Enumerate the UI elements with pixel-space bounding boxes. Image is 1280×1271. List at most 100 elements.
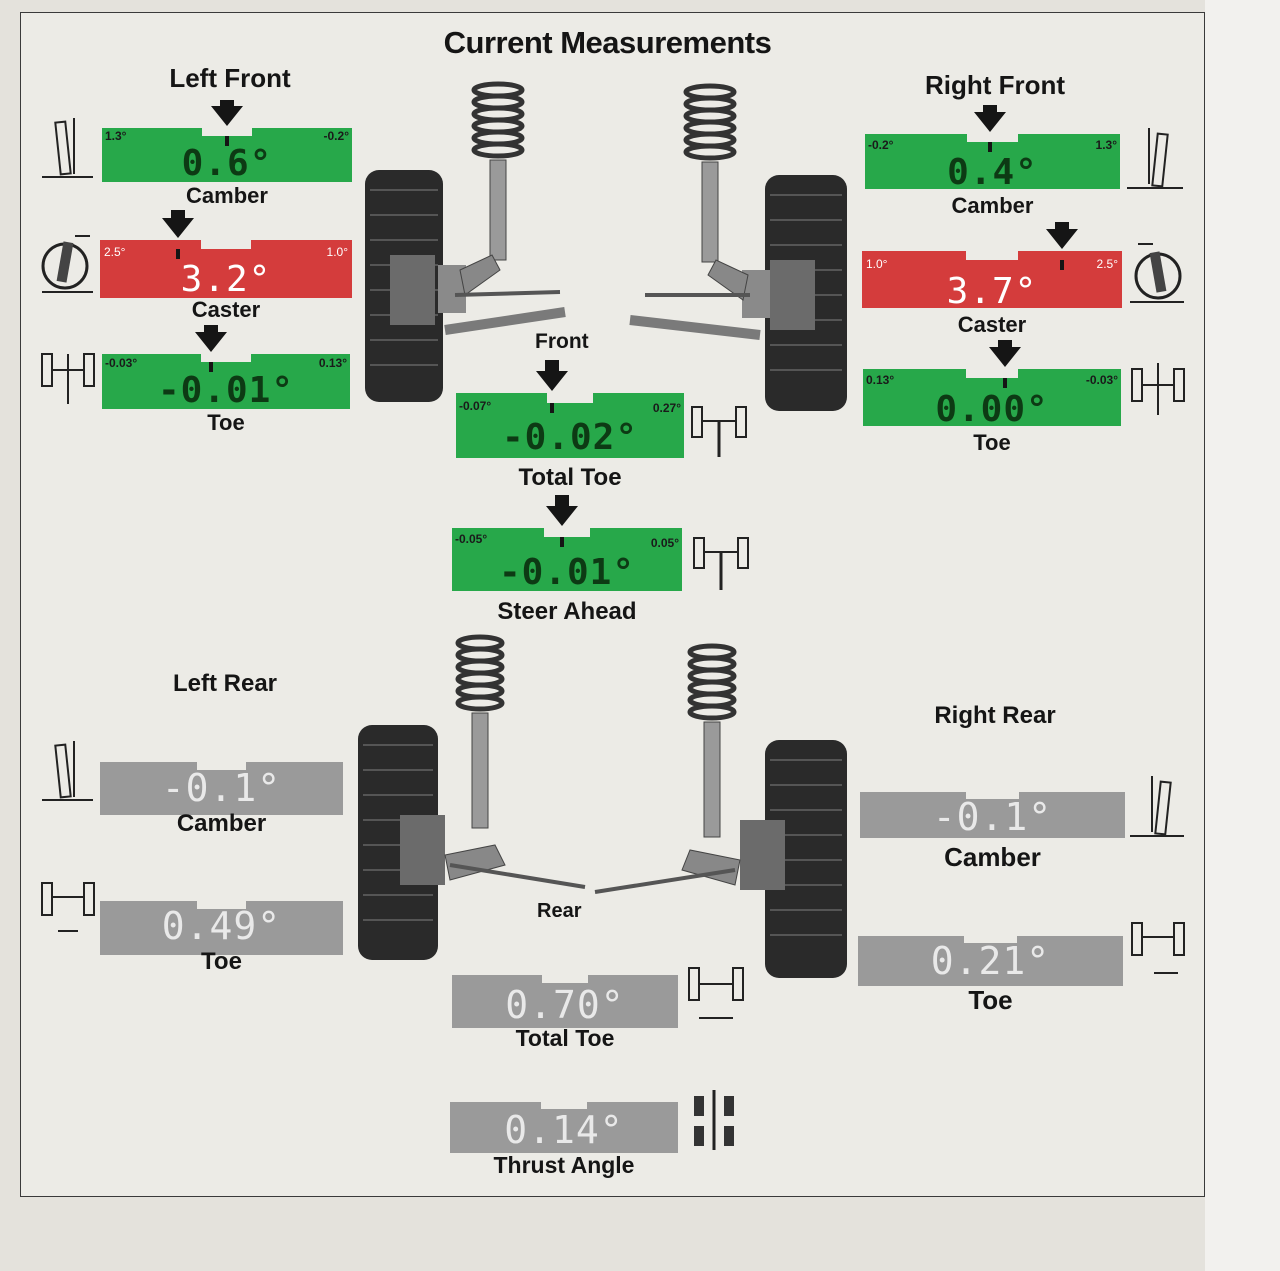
gauge-arrow-icon (1046, 222, 1078, 249)
steer-ahead-min: -0.05° (455, 532, 488, 546)
rr-camber-label: Camber (944, 842, 1041, 872)
gauge-fill (862, 251, 1122, 308)
steer-ahead-label: Steer Ahead (497, 598, 637, 625)
lf-toe-min: -0.03° (105, 356, 138, 370)
gauge-fill (102, 354, 350, 409)
rf-camber-value: 0.4° (947, 152, 1038, 193)
rr-toe-value: 0.21° (930, 939, 1051, 983)
gauge-bar (100, 762, 343, 815)
rr-camber-icon (1130, 776, 1184, 837)
rf-caster-label: Caster (957, 312, 1027, 337)
gauge-arrow-icon (989, 340, 1021, 367)
rf-caster-max: 2.5° (1096, 257, 1118, 271)
lf-caster-value: 3.2° (180, 259, 272, 300)
thrust-angle-icon (694, 1090, 734, 1150)
gauge-fill (100, 762, 343, 815)
steer-ahead-icon (693, 537, 749, 590)
gauge-arrow-icon (546, 495, 578, 526)
gauge-fill (860, 792, 1125, 838)
gauge-bar (456, 360, 684, 458)
rf-camber-icon (1127, 128, 1183, 189)
lr-camber-label: Camber (176, 810, 267, 837)
gauge-marker (550, 403, 554, 413)
steer-ahead-max: 0.05° (650, 536, 679, 550)
rr-camber-gauge: -0.1° (860, 768, 1125, 838)
right-front-title: Right Front (924, 70, 1066, 100)
gauge-fill (865, 134, 1120, 189)
rf-caster-gauge: 1.0° 2.5° 3.7° (862, 222, 1122, 312)
lf-caster-min: 2.5° (104, 245, 126, 259)
rear-total-toe-icon (688, 967, 744, 1019)
lr-toe-icon (41, 882, 95, 932)
left-front-suspension-illustration (365, 81, 566, 402)
left-front-title: Left Front (169, 63, 291, 93)
gauge-bar (102, 100, 352, 182)
rf-caster-icon (1130, 243, 1184, 303)
lf-caster-max: 1.0° (326, 245, 348, 259)
gauge-arrow-icon (536, 360, 568, 391)
rr-camber-value: -0.1° (932, 795, 1053, 839)
paper-edge (1205, 0, 1280, 1271)
lr-camber-icon (42, 741, 93, 801)
front-total-toe-gauge: -0.07° 0.27° -0.02° (456, 360, 684, 458)
lf-camber-gauge: 1.3° -0.2° 0.6° (102, 100, 352, 182)
gauge-bar (102, 325, 350, 409)
rf-caster-min: 1.0° (866, 257, 888, 271)
gauge-marker (225, 136, 229, 146)
right-rear-suspension-illustration (594, 643, 847, 978)
gauge-bar (100, 901, 343, 955)
front-axle-label: Front (535, 330, 589, 353)
rf-toe-icon (1131, 363, 1185, 415)
lf-toe-icon (41, 353, 95, 404)
rr-toe-label: Toe (968, 985, 1013, 1015)
rf-toe-gauge: 0.13° -0.03° 0.00° (863, 340, 1121, 430)
gauge-bar (860, 792, 1125, 838)
steer-ahead-gauge: -0.05° 0.05° -0.01° (452, 495, 682, 591)
gauge-bar (858, 936, 1123, 986)
rf-camber-max: 1.3° (1095, 138, 1117, 152)
lr-toe-value: 0.49° (161, 904, 282, 948)
rf-toe-value: 0.00° (935, 389, 1049, 430)
gauge-bar (862, 222, 1122, 308)
front-total-toe-icon (691, 406, 747, 457)
rear-total-toe-value: 0.70° (505, 983, 625, 1027)
gauge-fill (100, 901, 343, 955)
front-total-toe-max: 0.27° (652, 401, 681, 415)
lf-toe-gauge: -0.03° 0.13° -0.01° (102, 325, 350, 409)
rf-toe-min: 0.13° (866, 373, 895, 387)
lf-camber-label: Camber (186, 183, 268, 208)
gauge-fill (452, 528, 682, 591)
gauge-marker (209, 362, 213, 372)
gauge-arrow-icon (195, 325, 227, 352)
rear-axle-label: Rear (537, 900, 582, 922)
lr-toe-label: Toe (201, 948, 242, 975)
page-title: Current Measurements (443, 25, 772, 60)
gauge-fill (863, 369, 1121, 426)
right-rear-title: Right Rear (934, 702, 1056, 729)
gauge-fill (456, 393, 684, 458)
thrust-angle-label: Thrust Angle (493, 1152, 635, 1178)
gauge-fill (100, 240, 352, 298)
gauge-bar (450, 1102, 678, 1153)
gauge-marker (1060, 260, 1064, 270)
lr-camber-value: -0.1° (161, 766, 282, 810)
gauge-fill (452, 975, 678, 1028)
steer-ahead-value: -0.01° (498, 552, 636, 593)
rr-toe-icon (1131, 922, 1185, 974)
rf-caster-value: 3.7° (946, 271, 1038, 312)
gauge-bar (863, 340, 1121, 426)
left-rear-suspension-illustration (358, 634, 586, 960)
lr-toe-gauge: 0.49° (100, 873, 343, 955)
lf-toe-value: -0.01° (157, 370, 295, 411)
gauge-marker (988, 142, 992, 152)
lf-toe-label: Toe (207, 410, 245, 435)
gauge-bar (452, 975, 678, 1028)
gauge-arrow-icon (974, 105, 1006, 132)
lf-camber-icon (42, 118, 93, 178)
gauge-fill (450, 1102, 678, 1153)
rr-toe-gauge: 0.21° (858, 910, 1123, 986)
rear-total-toe-label: Total Toe (515, 1025, 615, 1051)
lf-caster-label: Caster (191, 297, 261, 322)
gauge-bar (452, 495, 682, 591)
gauge-fill (858, 936, 1123, 986)
